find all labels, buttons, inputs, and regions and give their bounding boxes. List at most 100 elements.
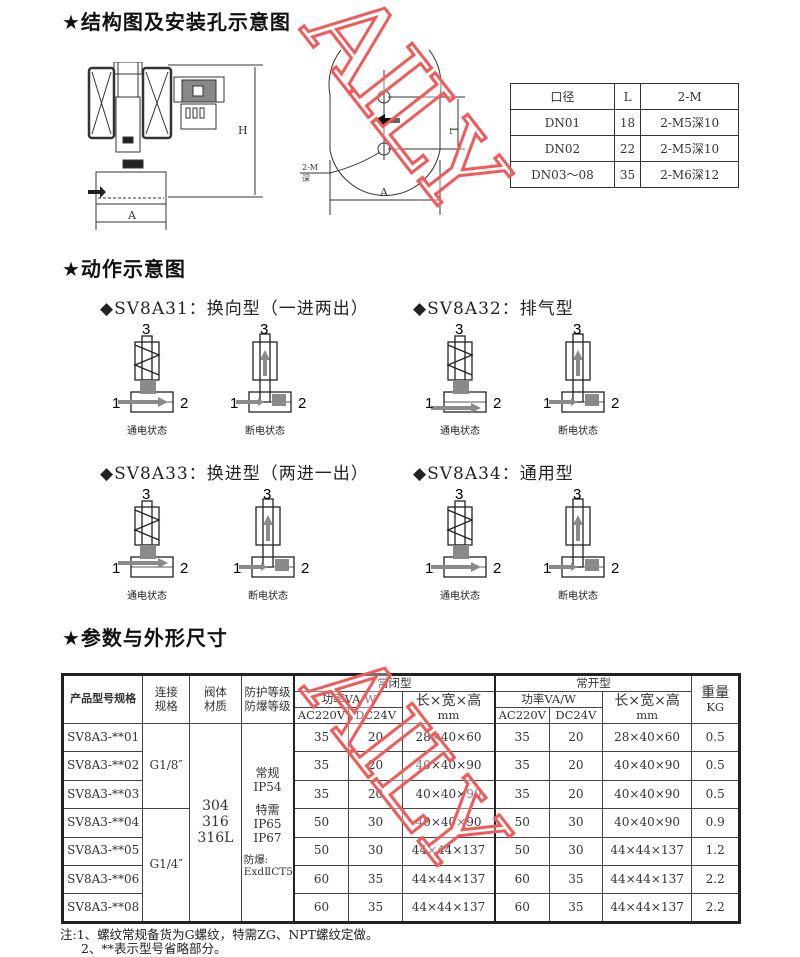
port-3-label: 3 — [263, 487, 271, 503]
cell-nc-ac: 60 — [293, 864, 349, 895]
cell-model: SV8A3-**04 — [61, 808, 144, 838]
energized-caption: 通电状态 — [440, 426, 480, 437]
port-2-label: 2 — [180, 395, 188, 412]
protection-line: ExdⅡCT5 — [243, 866, 293, 879]
port-1-label: 1 — [112, 560, 120, 577]
action-title-sv8a31: ◆SV8A31：换向型（一进两出） — [100, 299, 369, 319]
cell-material: 304 316 316L — [189, 723, 242, 923]
deenergized-caption: 断电状态 — [245, 426, 285, 437]
header-L: L — [613, 83, 642, 110]
port-3-label: 3 — [455, 487, 463, 503]
valve-structure-drawing: H A — [87, 62, 263, 230]
cell-nc-dim: 44×44×137 — [402, 893, 496, 923]
cell-no-ac: 60 — [493, 893, 550, 923]
cell-weight: 0.5 — [691, 779, 740, 810]
port-3-label: 3 — [573, 487, 581, 503]
cell-model: SV8A3-**08 — [61, 893, 144, 923]
cell-nc-ac: 60 — [293, 893, 349, 923]
cell-nc-ac: 50 — [293, 808, 349, 838]
cell-no-ac: 35 — [493, 751, 550, 781]
cell-model: SV8A3-**05 — [61, 836, 144, 866]
protection-line: 常规 — [255, 765, 280, 780]
cell-no-dim: 40×40×90 — [601, 751, 693, 781]
notes: 注:1、螺纹常规备货为G螺纹，特需ZG、NPT螺纹定做。 2、**表示型号省略部… — [60, 928, 379, 956]
protection-line: 防爆: — [243, 853, 269, 866]
cell-nc-dc: 20 — [347, 779, 404, 810]
header-normally-open: 常开型 — [493, 674, 693, 692]
energized-caption: 通电状态 — [440, 591, 480, 602]
cell-model: SV8A3-**06 — [61, 864, 144, 895]
cell-weight: 2.2 — [691, 864, 740, 895]
cell-no-dc: 20 — [548, 722, 603, 753]
hole-m-label: 2-M — [302, 163, 318, 172]
cell-weight: 2.2 — [691, 893, 740, 923]
dim-L-label: L — [447, 127, 460, 135]
cell-no-ac: 50 — [493, 836, 550, 866]
energized-caption: 通电状态 — [127, 591, 167, 602]
section-title-action: ★动作示意图 — [62, 257, 186, 281]
header-model: 产品型号规格 — [61, 674, 144, 724]
cell-nc-ac: 35 — [293, 751, 349, 781]
action-title-sv8a33: ◆SV8A33：换进型（两进一出） — [100, 464, 369, 484]
cell-nc-dc: 20 — [347, 722, 404, 753]
cell-model: SV8A3-**01 — [61, 722, 144, 753]
header-dim-no: 长×宽×高 — [614, 692, 680, 709]
header-ac-no: AC220V — [493, 707, 550, 724]
cell-weight: 0.5 — [691, 722, 740, 753]
cell-no-dc: 35 — [548, 893, 603, 923]
cell-no-dc: 20 — [548, 779, 603, 810]
port-3-label: 3 — [142, 487, 150, 503]
header-2M: 2-M — [640, 83, 739, 110]
cell-nc-dc: 35 — [347, 893, 404, 923]
header-normally-closed: 常闭型 — [293, 674, 496, 692]
header-power-nc: 功率VA/W — [293, 691, 404, 708]
header-dc-nc: DC24V — [347, 707, 404, 724]
cell-nc-dim: 40×40×90 — [402, 779, 496, 810]
header-kg: KG — [706, 699, 725, 714]
deenergized-caption: 断电状态 — [558, 426, 598, 437]
port-3-label: 3 — [142, 322, 150, 338]
header-power-no: 功率VA/W — [493, 691, 603, 708]
cell-nc-ac: 50 — [293, 836, 349, 866]
deenergized-diagram: 3 1 2 — [233, 487, 309, 578]
port-1-label: 1 — [233, 560, 241, 577]
cell-model: SV8A3-**02 — [61, 751, 144, 781]
header-material: 阀体材质 — [189, 674, 242, 724]
cell-nc-dc: 20 — [347, 751, 404, 781]
cell-no-ac: 60 — [493, 864, 550, 895]
port-3-label: 3 — [573, 322, 581, 338]
port-2-label: 2 — [301, 560, 309, 577]
cell-nc-ac: 35 — [293, 779, 349, 810]
cell-nc-dim: 44×44×137 — [402, 836, 496, 866]
note-2: 2、**表示型号省略部分。 — [81, 941, 227, 956]
port-3-label: 3 — [260, 322, 268, 338]
header-weight: 重量 — [701, 684, 730, 701]
cell-no-dc: 30 — [548, 808, 603, 838]
energized-caption: 通电状态 — [127, 426, 167, 437]
cell-no-dim: 44×44×137 — [601, 836, 693, 866]
dim-H-label: H — [238, 124, 248, 137]
mounting-hole-drawing: L A 2-M 深 — [300, 50, 465, 215]
deenergized-caption: 断电状态 — [558, 591, 598, 602]
action-title-sv8a32: ◆SV8A32：排气型 — [413, 299, 574, 319]
protection-line: IP65 — [253, 816, 282, 831]
cell-model: SV8A3-**03 — [61, 779, 144, 810]
cell-nc-dc: 30 — [347, 836, 404, 866]
header-connection: 连接规格 — [142, 674, 191, 724]
cell-no-dim: 44×44×137 — [601, 893, 693, 923]
port-2-label: 2 — [493, 395, 501, 412]
deenergized-caption: 断电状态 — [248, 591, 288, 602]
cell-weight: 0.5 — [691, 751, 740, 781]
